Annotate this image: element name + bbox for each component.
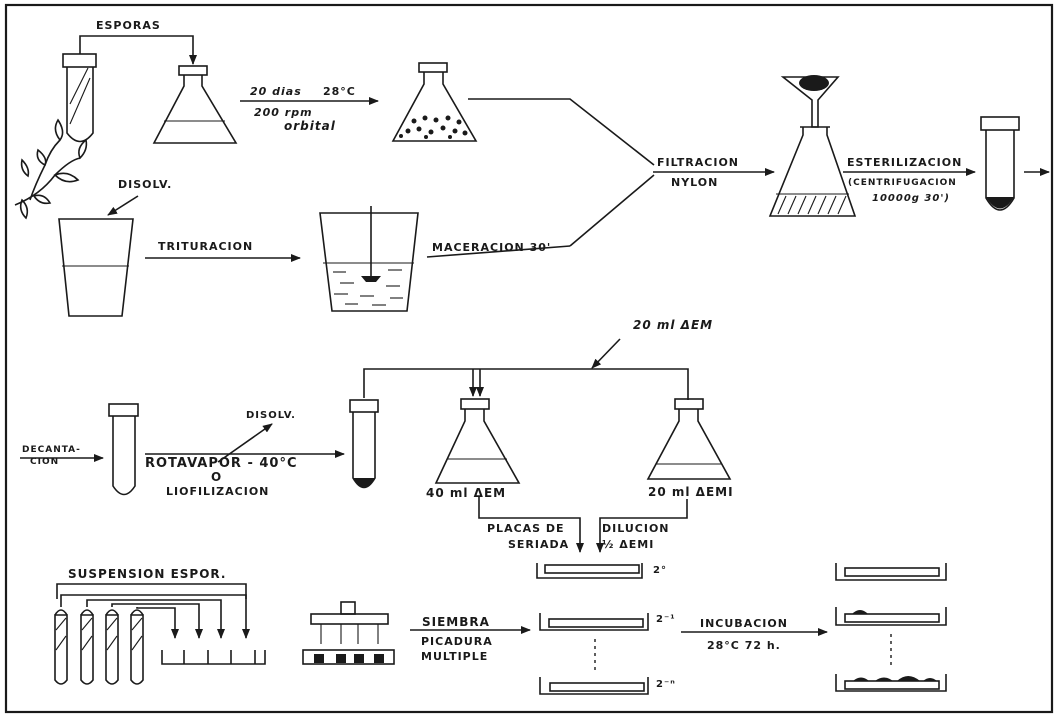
test-tube-icon [54,609,68,685]
siembra-label: SIEMBRA [422,615,490,629]
multiple-label: MULTIPLE [421,650,488,663]
decanta-label: DECANTA- [22,445,81,455]
centrifugacion-label: (CENTRIFUGACION [848,178,957,188]
petri-dish-icon [539,613,649,631]
flask-icon [434,398,521,484]
multipoint-inoculator-icon [302,601,395,665]
esporas-arrow [79,35,197,65]
stirrer-icon [319,206,419,312]
incubacion-label: INCUBACION [700,617,788,630]
ml20-label: 20 ml ΔEMI [648,485,734,499]
trituracion-label: TRITURACION [158,240,253,253]
ml40-label: 40 ml ΔEM [426,486,506,500]
test-tube-icon [130,609,144,685]
rpm-label: 200 rpm [254,106,313,119]
beaker-icon [58,218,134,317]
centrif-value-label: 10000g 30') [872,193,950,204]
disolv1-label: DISOLV. [118,178,172,191]
placas-de-label: PLACAS DE [487,522,565,535]
aem-distribution-line [363,368,689,400]
aem20-label: 20 ml ΔEM [633,318,713,332]
test-tube-icon [980,116,1020,211]
petri-dish-icon [835,607,947,626]
flask20-to-plate-line [596,499,688,553]
funnel-icon [780,75,840,128]
flask-icon [152,65,238,144]
esporas-label: ESPORAS [96,19,161,32]
petri-dish-icon [539,677,649,695]
well-plate [161,650,266,665]
test-tube-icon [105,609,119,685]
flask-icon [768,126,857,217]
temp2-label: 28°C 72 h. [707,639,781,652]
temp1-label: 28°C [323,85,356,98]
flask40-to-plate-line [478,497,584,553]
maceracion-line [426,245,571,258]
nylon-label: NYLON [671,176,718,189]
rotavapor-label: ROTAVAPOR - 40°C [145,456,298,471]
cion-label: CION [30,457,59,467]
test-tube-icon [80,609,94,685]
disolv1-arrow [107,195,139,216]
disolv2-label: DISOLV. [246,410,296,421]
dias-label: 20 dias [250,85,302,98]
esterilizacion-label: ESTERILIZACION [847,156,962,169]
picadura-label: PICADURA [421,635,493,648]
aem20-arrow [591,338,621,369]
test-tube-icon [349,399,379,489]
seriada-label: SERIADA [508,538,569,551]
disolv2-arrow [217,423,273,463]
o-label: O [211,470,222,484]
dilution-2-n-label: 2⁻ⁿ [656,679,676,690]
dilucion-label: DILUCION [602,522,670,535]
flask-icon [391,62,478,142]
test-tube-icon [62,53,97,143]
dilution-2-1-label: 2⁻¹ [656,614,676,625]
maceracion-label: MACERACION 30' [432,241,551,254]
merge-line-bottom [569,174,655,247]
half-aemi-label: ½ ΔEMI [602,538,654,551]
petri-dish-icon [835,563,947,581]
tube-to-well-lines [60,594,250,639]
flask-icon [646,398,732,480]
dilution-2-0-label: 2° [653,565,667,576]
petri-dish-icon [536,563,643,579]
diagram-border [4,3,1054,714]
liofilizacion-label: LIOFILIZACION [166,485,269,498]
orbital-label: orbital [284,119,336,133]
test-tube-icon [108,403,139,496]
suspension-label: SUSPENSION ESPOR. [68,567,226,581]
filtracion-label: FILTRACION [657,156,739,169]
leaves-icon [14,118,88,220]
suspension-bracket [56,583,247,599]
merge-line-top [468,98,655,166]
petri-dish-icon [835,674,947,692]
